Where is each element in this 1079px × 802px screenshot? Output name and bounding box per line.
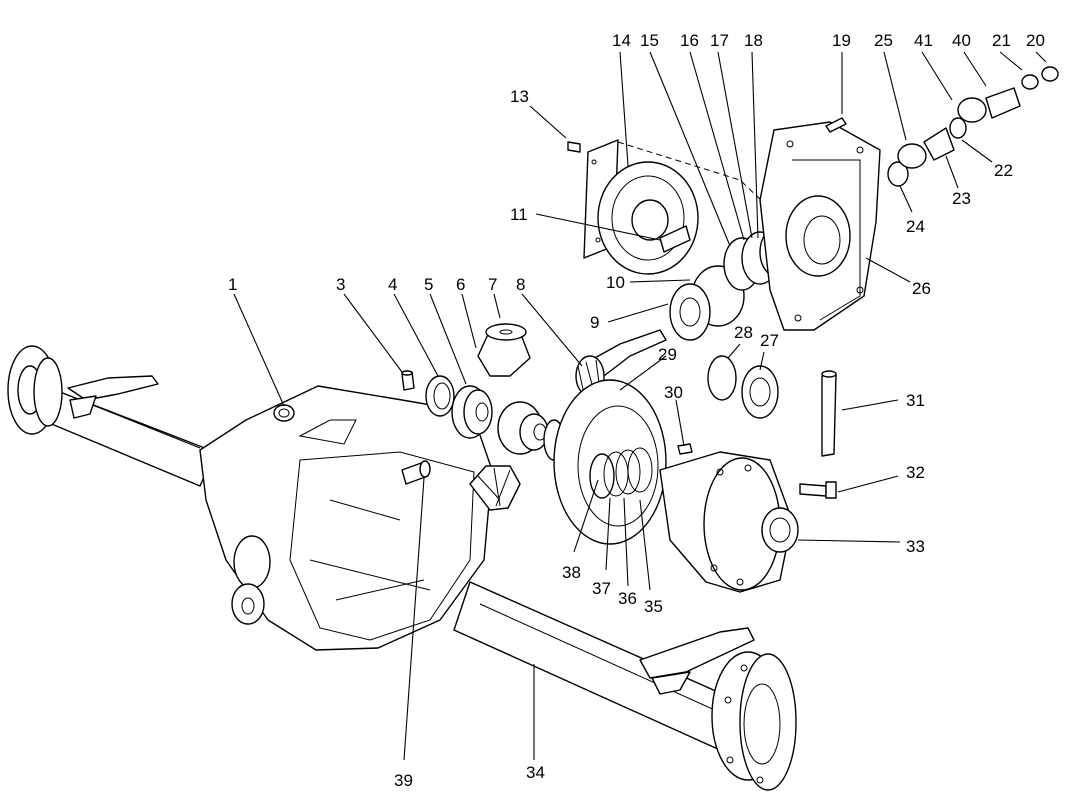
callout-27: 27 [760,331,779,350]
axle-shaft-stub [659,225,691,253]
callout-20: 20 [1026,31,1045,50]
callout-6: 6 [456,275,465,294]
differential-case [659,451,799,593]
callout-31: 31 [906,391,925,410]
callout-22: 22 [994,161,1013,180]
callout-8: 8 [516,275,525,294]
callout-14: 14 [612,31,631,50]
housing-bolt [825,117,847,133]
callout-17: 17 [710,31,729,50]
shaft-pin-31 [821,370,837,457]
callout-5: 5 [424,275,433,294]
fill-plug [273,404,295,422]
callout-21: 21 [992,31,1011,50]
callout-19: 19 [832,31,851,50]
callout-30: 30 [664,383,683,402]
callout-34: 34 [526,763,545,782]
callout-26: 26 [912,279,931,298]
callout-25: 24 [906,217,925,236]
callout-13: 13 [510,87,529,106]
side-gear-right [497,401,549,455]
callout-23: 23 [952,189,971,208]
callout-28: 28 [734,323,753,342]
callout-labels: 1 3 4 5 6 7 8 9 10 11 13 14 15 16 17 18 … [228,31,1045,790]
callout-15: 15 [640,31,659,50]
set-screw [401,460,431,485]
callout-18: 18 [744,31,763,50]
callout-16: 16 [680,31,699,50]
callout-10: 10 [606,273,625,292]
cross-shaft-pin [677,443,693,455]
callout-7: 7 [488,275,497,294]
callout-39: 39 [394,771,413,790]
callout-24: 25 [874,31,893,50]
callout-41: 41 [914,31,933,50]
callout-38: 38 [562,563,581,582]
callout-11: 11 [510,205,528,224]
callout-4: 4 [388,275,397,294]
callout-9: 9 [590,313,599,332]
callout-3: 3 [336,275,345,294]
pinion-gear-upper [477,323,531,377]
input-shaft-stack [887,66,1059,187]
callout-1: 1 [228,275,237,294]
leader-lines [233,51,1047,761]
callout-36: 36 [618,589,637,608]
cover-bolt [567,141,581,153]
side-gear [451,385,493,439]
callout-32: 32 [906,463,925,482]
callout-33: 33 [906,537,925,556]
callout-35: 35 [644,597,663,616]
ring-gear-bolt [799,481,837,499]
pinion-gear-lower [469,465,521,511]
shaft-bearing [707,355,779,419]
gear-housing [759,121,881,331]
side-gear-thrust-washer [425,375,455,417]
callout-40: 40 [952,31,971,50]
dowel-pin [401,370,415,391]
callout-37: 37 [592,579,611,598]
axle-housing [7,345,797,791]
callout-29: 29 [658,345,677,364]
